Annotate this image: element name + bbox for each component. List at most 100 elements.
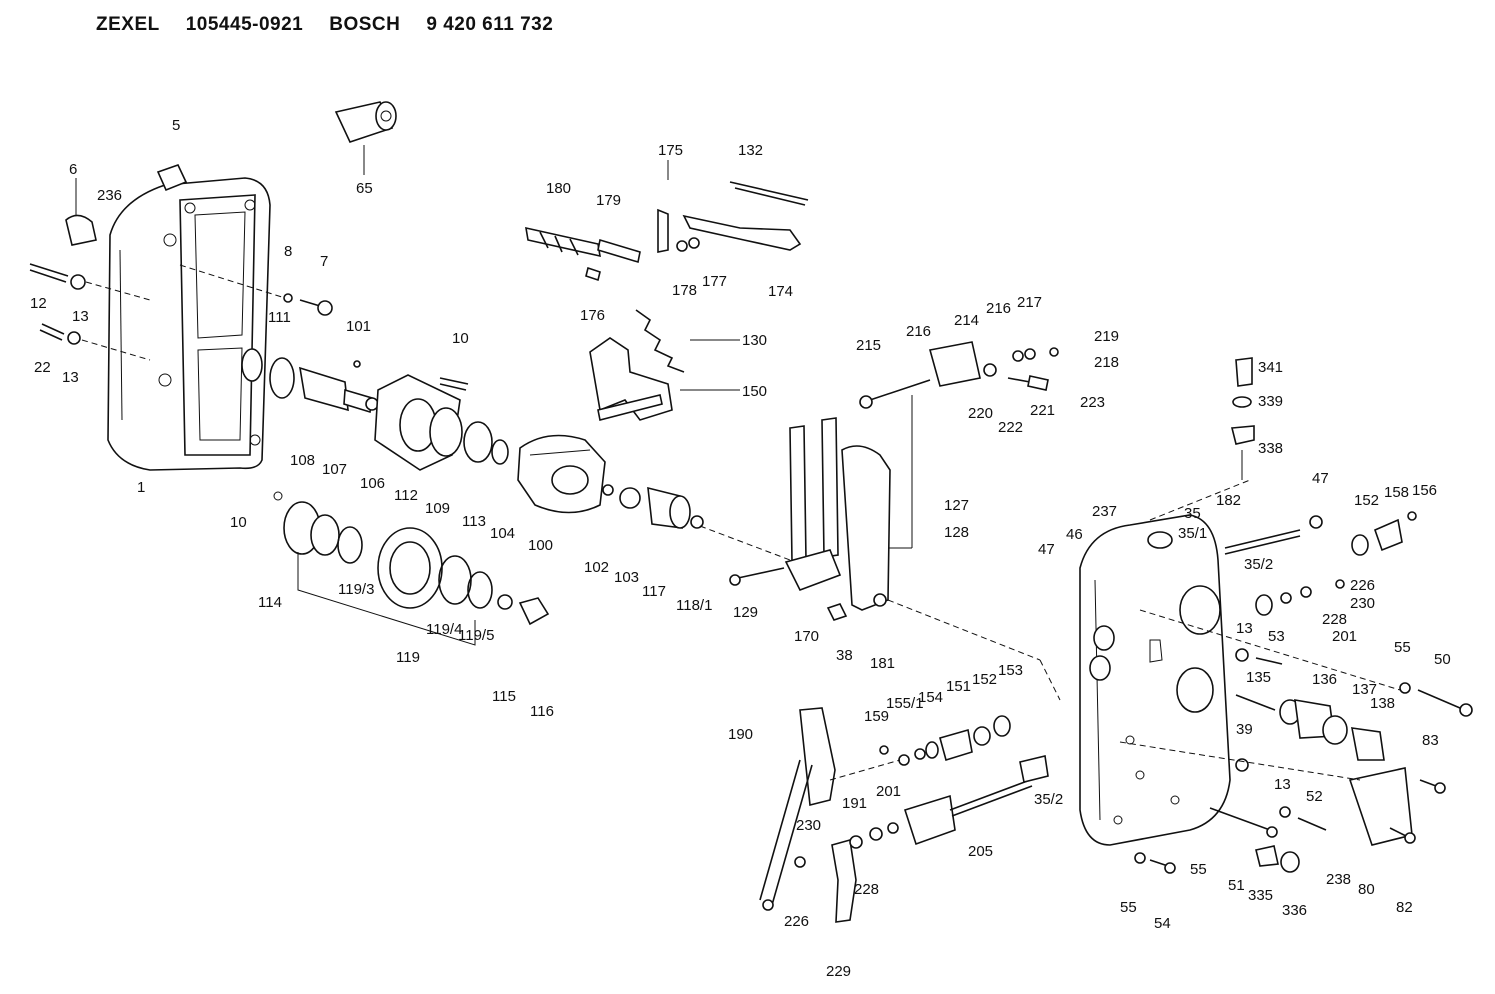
callout-label: 221	[1030, 402, 1055, 419]
zexel-part-number: 105445-0921	[185, 14, 304, 35]
callout-label: 80	[1358, 881, 1375, 898]
callout-label: 8	[284, 243, 292, 260]
callout-label: 158	[1384, 484, 1409, 501]
callout-label: 65	[356, 180, 373, 197]
callout-label: 10	[452, 330, 469, 347]
callout-label: 156	[1412, 482, 1437, 499]
callout-label: 102	[584, 559, 609, 576]
callout-label: 339	[1258, 393, 1283, 410]
callout-label: 22	[34, 359, 51, 376]
callout-label: 341	[1258, 359, 1283, 376]
callout-label: 12	[30, 295, 47, 312]
callout-label: 113	[462, 513, 486, 530]
callout-label: 47	[1312, 470, 1329, 487]
callout-label: 46	[1066, 526, 1083, 543]
callout-label: 135	[1246, 669, 1271, 686]
callout-label: 159	[864, 708, 889, 725]
callout-label: 51	[1228, 877, 1245, 894]
callout-label: 176	[580, 307, 605, 324]
callout-label: 218	[1094, 354, 1119, 371]
callout-label: 228	[854, 881, 879, 898]
callout-label: 170	[794, 628, 819, 645]
lower-lever-group	[759, 659, 1061, 923]
callout-label: 13	[1274, 776, 1291, 793]
callout-label: 226	[1350, 577, 1375, 594]
governor-lever-group	[525, 160, 809, 282]
flange-112-bearing-109	[374, 374, 509, 471]
callout-label: 151	[946, 678, 971, 695]
callout-label: 180	[546, 180, 571, 197]
callout-label: 83	[1422, 732, 1439, 749]
callout-label: 100	[528, 537, 553, 554]
callout-label: 152	[1354, 492, 1379, 509]
callout-label: 128	[944, 524, 969, 541]
callout-label: 35/1	[1178, 525, 1207, 542]
callout-label: 174	[768, 283, 793, 300]
callout-label: 101	[346, 318, 371, 335]
callout-label: 228	[1322, 611, 1347, 628]
callout-label: 10	[230, 514, 247, 531]
callout-label: 216	[986, 300, 1011, 317]
callout-label: 6	[69, 161, 77, 178]
callout-label: 222	[998, 419, 1023, 436]
callout-label: 178	[672, 282, 697, 299]
callout-label: 103	[614, 569, 639, 586]
callout-label: 205	[968, 843, 993, 860]
callout-label: 104	[490, 525, 515, 542]
callout-label: 38	[836, 647, 853, 664]
control-plates-170-181	[729, 395, 1041, 661]
callout-label: 54	[1154, 915, 1171, 932]
callout-label: 136	[1312, 671, 1337, 688]
callout-label: 236	[97, 187, 122, 204]
callout-label: 154	[918, 689, 943, 706]
callout-label: 13	[62, 369, 79, 386]
callout-label: 111	[268, 309, 291, 326]
callout-label: 114	[258, 594, 282, 611]
callout-label: 219	[1094, 328, 1119, 345]
bosch-part-number: 9 420 611 732	[426, 14, 554, 35]
callout-label: 175	[658, 142, 683, 159]
callout-label: 55	[1190, 861, 1207, 878]
callout-label: 1	[137, 479, 145, 496]
callout-label: 13	[1236, 620, 1253, 637]
callout-label: 182	[1216, 492, 1241, 509]
callout-label: 55	[1120, 899, 1137, 916]
callout-label: 336	[1282, 902, 1307, 919]
callout-label: 191	[842, 795, 867, 812]
callout-label: 129	[733, 604, 758, 621]
callout-label: 7	[320, 253, 328, 270]
callout-label: 220	[968, 405, 993, 422]
callout-label: 338	[1258, 440, 1283, 457]
block-214-group	[859, 341, 1059, 409]
callout-label: 230	[796, 817, 821, 834]
callout-label: 226	[784, 913, 809, 930]
callout-label: 181	[870, 655, 895, 672]
callout-label: 55	[1394, 639, 1411, 656]
drive-gear-119	[273, 491, 550, 646]
callout-label: 50	[1434, 651, 1451, 668]
callout-label: 153	[998, 662, 1023, 679]
callout-label: 117	[642, 583, 666, 600]
diagram-header: ZEXEL 105445-0921 BOSCH 9 420 611 732	[96, 10, 579, 40]
callout-label: 52	[1306, 788, 1323, 805]
drive-shaft-group	[241, 348, 379, 414]
brand-bosch: BOSCH	[329, 14, 401, 35]
part-65-sleeve	[334, 101, 397, 175]
callout-label: 115	[492, 688, 516, 705]
callout-label: 201	[1332, 628, 1357, 645]
callout-label: 223	[1080, 394, 1105, 411]
callout-label: 152	[972, 671, 997, 688]
callout-label: 13	[72, 308, 89, 325]
governor-spring-130-150	[589, 309, 740, 421]
brand-zexel: ZEXEL	[96, 14, 160, 35]
callout-label: 237	[1092, 503, 1117, 520]
callout-label: 150	[742, 383, 767, 400]
callout-label: 47	[1038, 541, 1055, 558]
callout-label: 35/2	[1244, 556, 1273, 573]
callout-label: 201	[876, 783, 901, 800]
callout-label: 127	[944, 497, 969, 514]
callout-label: 190	[728, 726, 753, 743]
callout-label: 39	[1236, 721, 1253, 738]
callout-label: 215	[856, 337, 881, 354]
part-100-flyweights	[517, 434, 606, 514]
